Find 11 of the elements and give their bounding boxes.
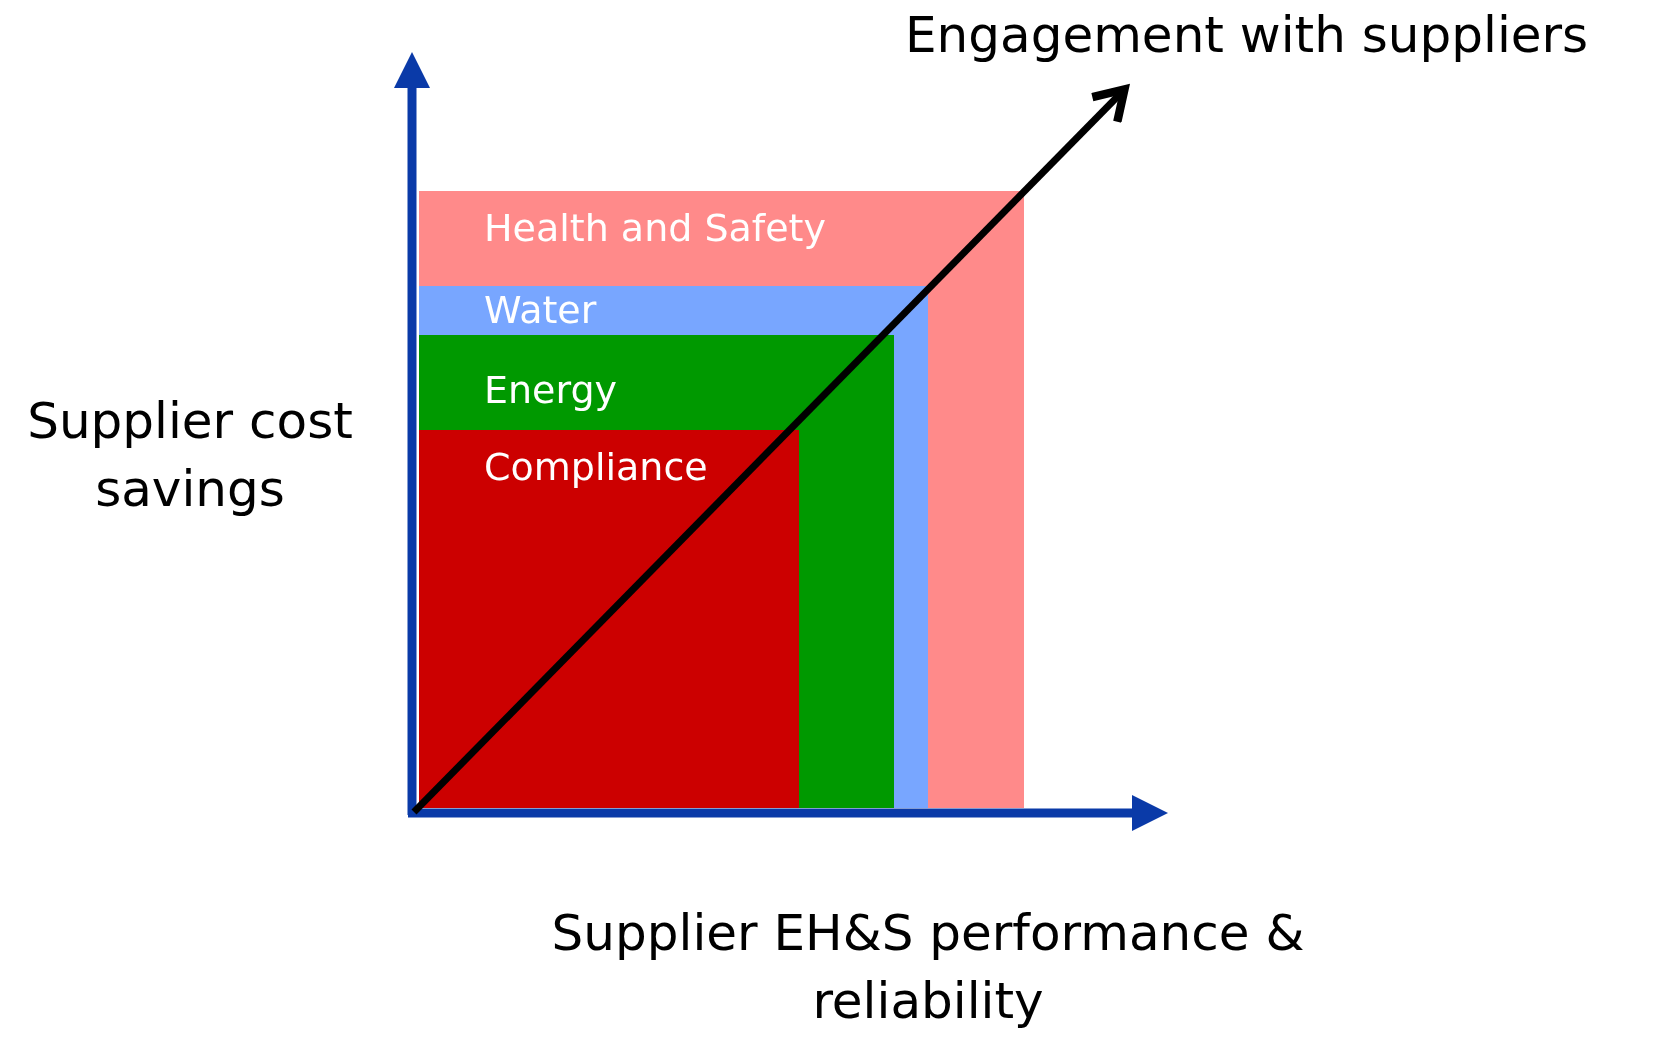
category-area: [419, 286, 928, 808]
category-label: Health and Safety: [484, 208, 826, 250]
axis-title: Supplier EH&S performance & reliability: [550, 903, 1306, 1032]
category-area: [419, 335, 894, 808]
axis-title: Engagement with suppliers: [905, 5, 1590, 66]
axis-title: Supplier cost savings: [26, 391, 354, 520]
category-area: [419, 430, 799, 808]
category-area: [419, 191, 1024, 808]
category-label: Energy: [484, 370, 618, 412]
category-label: Compliance: [484, 447, 708, 489]
category-label: Water: [484, 290, 597, 332]
